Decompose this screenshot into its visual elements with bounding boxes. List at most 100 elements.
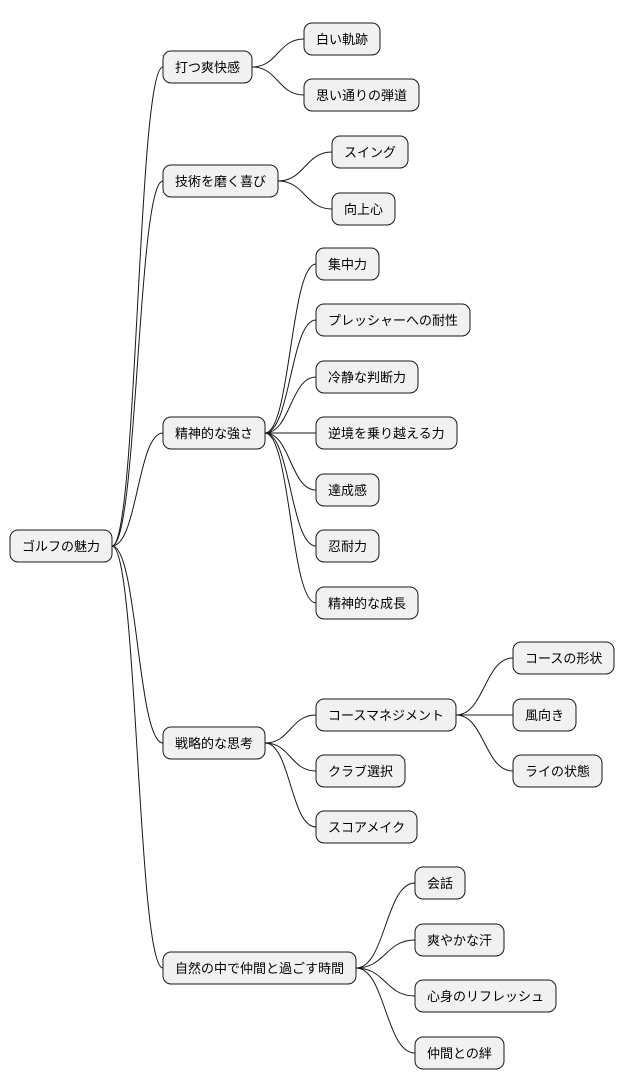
mindmap-node: 仲間との絆	[414, 1036, 505, 1070]
node-box	[512, 698, 577, 732]
node-label: クラブ選択	[328, 764, 393, 780]
mindmap-node: 精神的な成長	[315, 586, 419, 620]
node-box	[315, 416, 458, 450]
mindmap-node: ライの状態	[512, 754, 603, 788]
node-box	[162, 50, 253, 84]
connector-line	[264, 432, 317, 547]
node-box	[315, 754, 406, 788]
node-label: 技術を磨く喜び	[175, 175, 266, 190]
node-label: コースマネジメント	[328, 709, 444, 724]
node-box	[315, 810, 418, 844]
mindmap-node: スイング	[331, 135, 409, 169]
connector-line	[355, 939, 416, 969]
node-box	[414, 866, 466, 900]
mindmap-node: 打つ爽快感	[162, 50, 253, 84]
node-label: 心身のリフレッシュ	[427, 989, 544, 1005]
mindmap-node: プレッシャーへの耐性	[315, 303, 471, 337]
node-label: 達成感	[328, 483, 367, 499]
mindmap-node: 冷静な判断力	[315, 360, 419, 394]
mindmap-node: 忍耐力	[315, 529, 380, 563]
node-box	[303, 78, 420, 112]
mindmap-node: コースの形状	[512, 641, 615, 675]
mindmap-node: 集中力	[315, 247, 380, 281]
node-label: 集中力	[328, 257, 367, 273]
node-label: 向上心	[344, 202, 383, 218]
connector-line	[277, 151, 333, 182]
node-label: スイング	[344, 146, 396, 161]
node-label: スコアメイク	[328, 821, 405, 836]
connector-line	[277, 180, 333, 210]
node-label: 白い軌跡	[316, 32, 368, 48]
connector-line	[111, 432, 164, 547]
node-label: 戦略的な思考	[175, 736, 253, 752]
mindmap-node: スコアメイク	[315, 810, 418, 844]
node-box	[162, 726, 266, 760]
connector-line	[111, 180, 164, 547]
connector-line	[264, 432, 317, 604]
node-box	[315, 586, 419, 620]
connector-line	[264, 319, 317, 434]
node-label: 精神的な強さ	[175, 426, 253, 442]
node-box	[9, 529, 113, 563]
connector-line	[111, 66, 164, 547]
mindmap-node: 爽やかな汗	[414, 923, 505, 957]
node-box	[162, 164, 279, 198]
node-label: コースの形状	[525, 652, 602, 667]
node-label: ゴルフの魅力	[22, 539, 100, 555]
node-label: 爽やかな汗	[427, 934, 492, 949]
node-box	[331, 192, 396, 226]
connector-line	[264, 432, 317, 491]
node-label: プレッシャーへの耐性	[328, 314, 458, 329]
mindmap-node: 逆境を乗り越える力	[315, 416, 458, 450]
connector-line	[455, 657, 514, 716]
node-box	[512, 641, 615, 675]
node-box	[315, 529, 380, 563]
node-label: ライの状態	[525, 764, 590, 780]
connector-line	[264, 714, 317, 744]
connector-line	[111, 545, 164, 744]
node-label: 仲間との絆	[427, 1047, 492, 1062]
mindmap-node: 会話	[414, 866, 466, 900]
root-node: ゴルフの魅力	[9, 529, 113, 563]
mindmap-node: 風向き	[512, 698, 577, 732]
connector-line	[251, 38, 305, 68]
mindmap-node: 自然の中で仲間と過ごす時間	[162, 951, 357, 985]
mindmap-node: 心身のリフレッシュ	[414, 979, 557, 1013]
node-box	[303, 22, 381, 56]
connector-line	[264, 376, 317, 434]
node-label: 精神的な成長	[328, 596, 406, 612]
node-label: 思い通りの弾道	[316, 89, 407, 104]
node-label: 冷静な判断力	[328, 371, 406, 386]
node-label: 逆境を乗り越える力	[328, 426, 445, 442]
connector-line	[355, 967, 416, 997]
node-box	[315, 698, 457, 732]
node-box	[315, 303, 471, 337]
mindmap-node: 思い通りの弾道	[303, 78, 420, 112]
mindmap-node: 戦略的な思考	[162, 726, 266, 760]
mindmap-node: コースマネジメント	[315, 698, 457, 732]
connector-line	[455, 714, 514, 772]
mindmap-node: 白い軌跡	[303, 22, 381, 56]
connector-line	[251, 66, 305, 96]
node-box	[414, 1036, 505, 1070]
connector-line	[355, 967, 416, 1054]
mindmap-node: 向上心	[331, 192, 396, 226]
node-label: 忍耐力	[328, 540, 367, 555]
mindmap-node: 達成感	[315, 473, 380, 507]
node-box	[512, 754, 603, 788]
node-box	[414, 979, 557, 1013]
connector-line	[264, 742, 317, 828]
node-label: 風向き	[525, 708, 564, 724]
node-box	[315, 247, 380, 281]
node-box	[414, 923, 505, 957]
connector-line	[264, 742, 317, 772]
mindmap-edges	[111, 38, 514, 1054]
mindmap-node: 技術を磨く喜び	[162, 164, 279, 198]
node-label: 会話	[427, 876, 453, 892]
connector-line	[355, 882, 416, 969]
node-box	[331, 135, 409, 169]
connector-line	[111, 545, 164, 969]
mindmap-node: 精神的な強さ	[162, 416, 266, 450]
